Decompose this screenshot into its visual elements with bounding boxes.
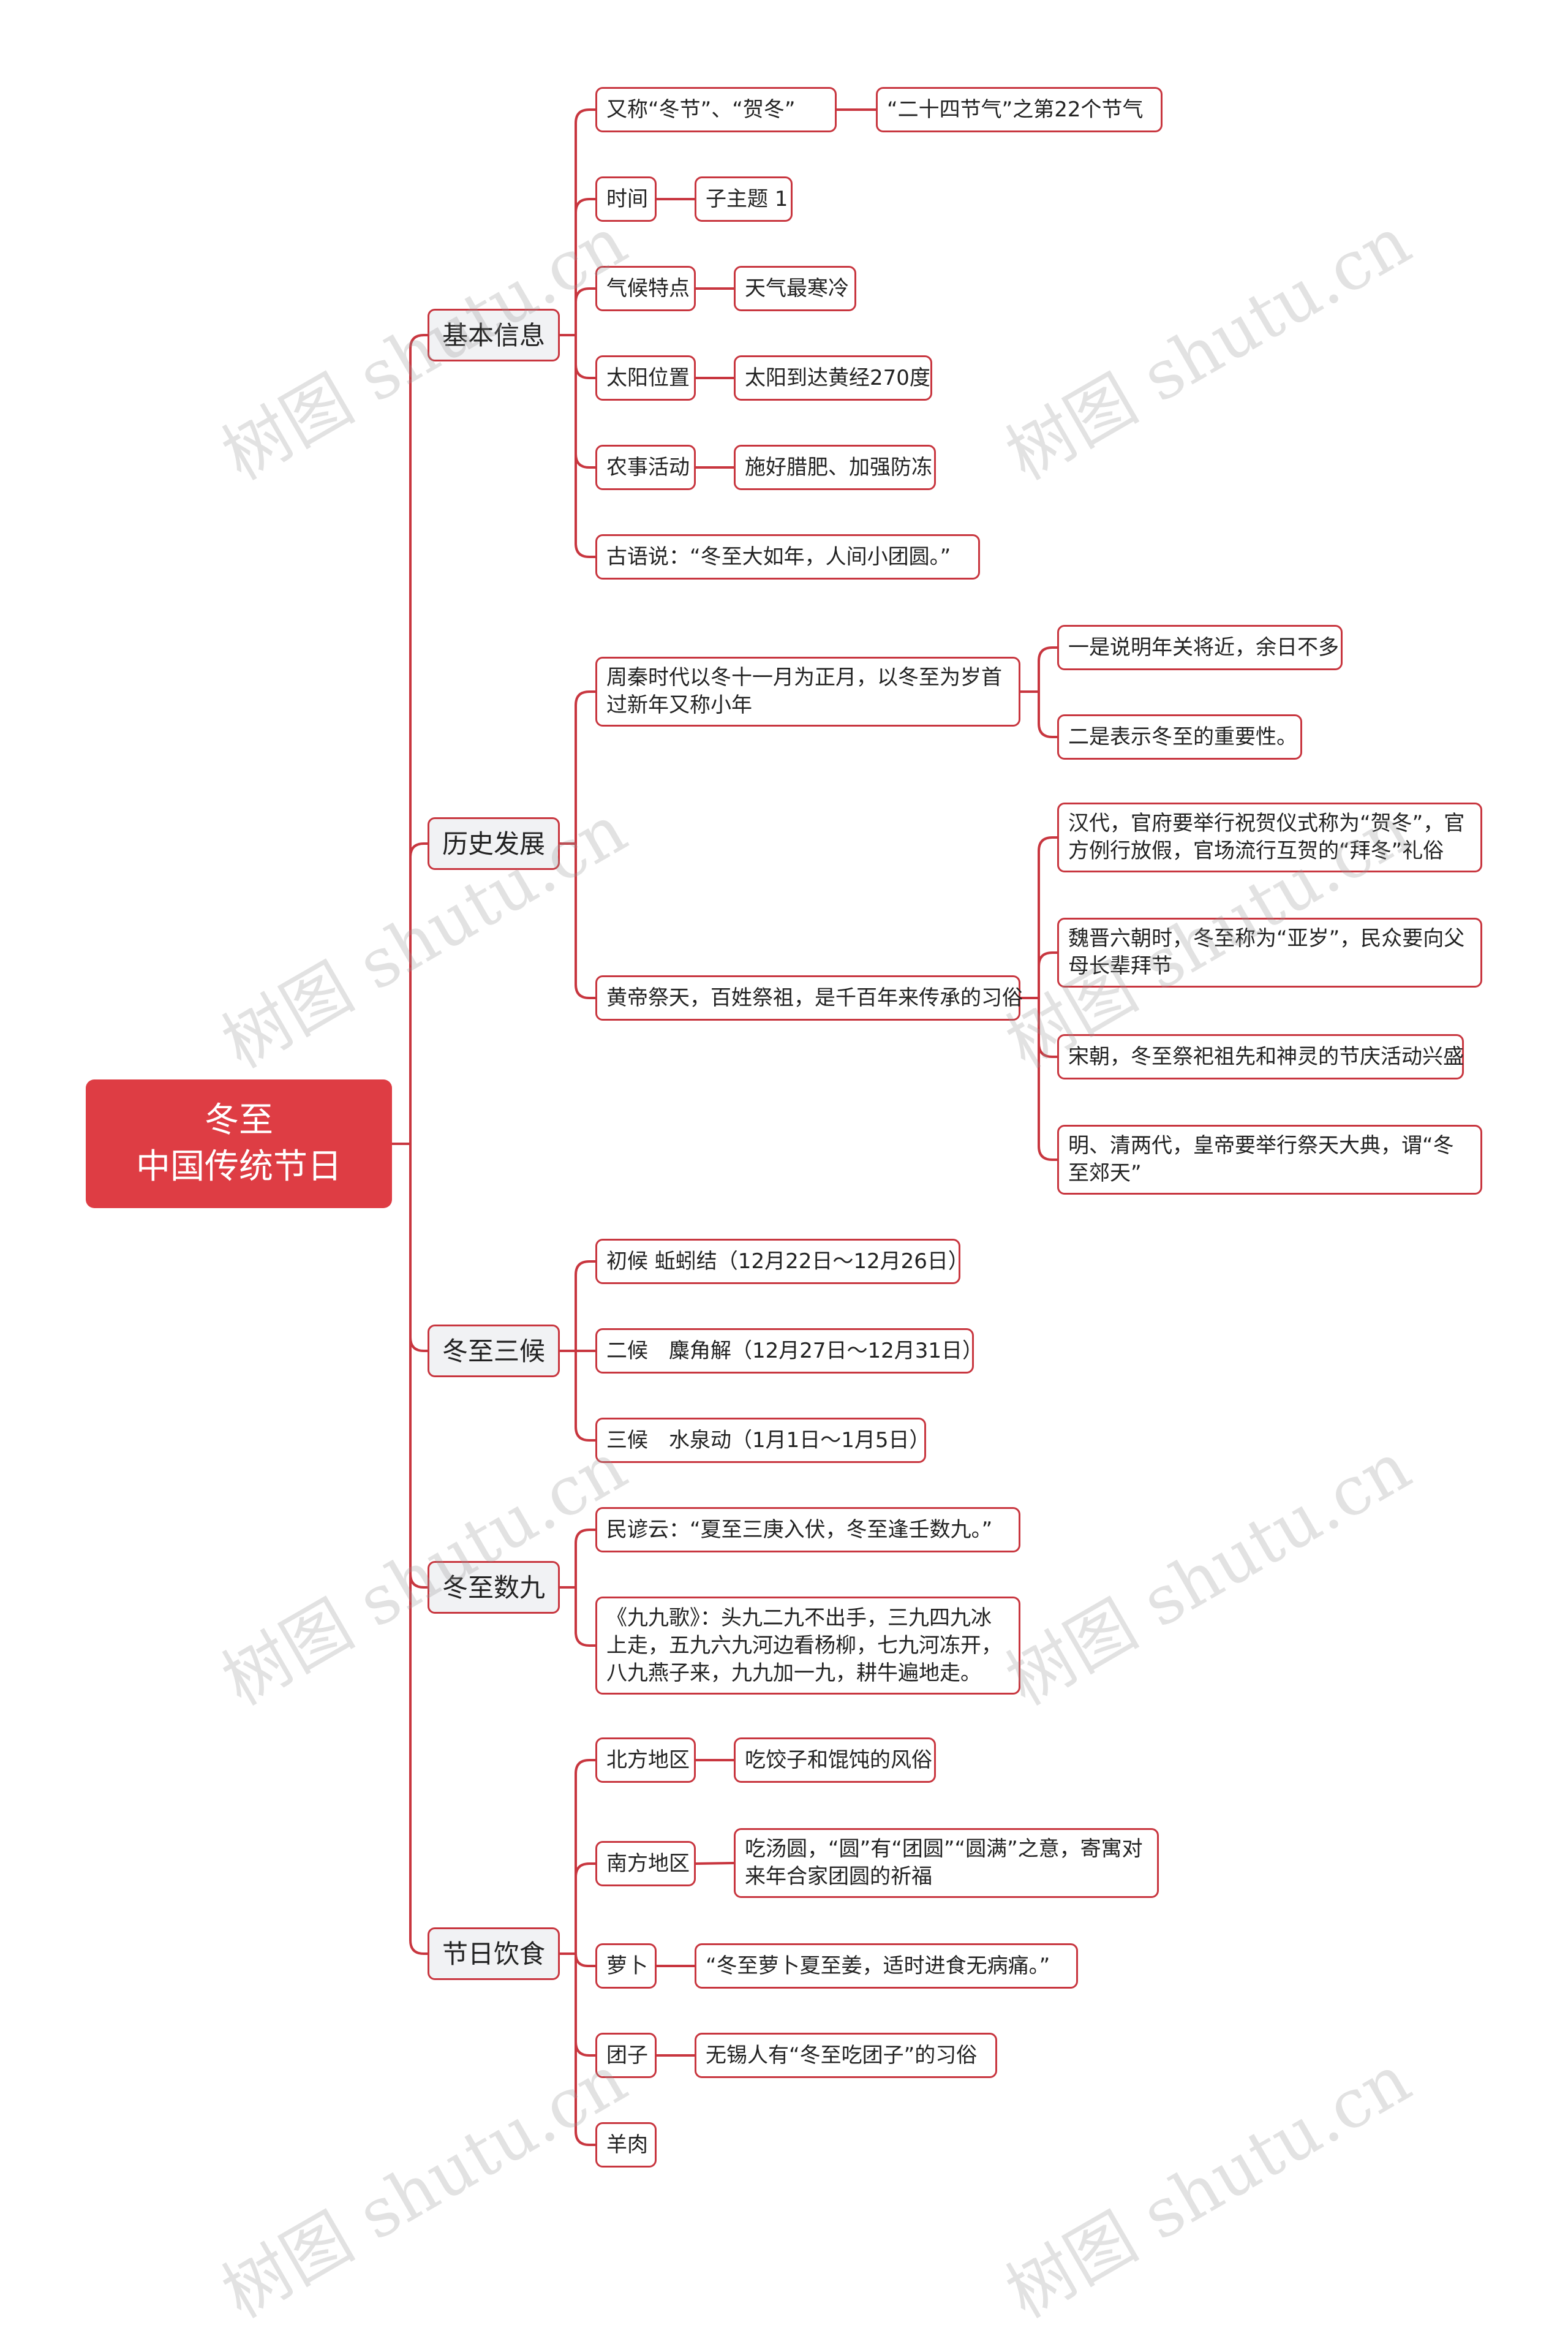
branch-history[interactable]: 历史发展 bbox=[428, 817, 560, 870]
root-title-line2: 中国传统节日 bbox=[136, 1147, 342, 1187]
basic-sun-detail[interactable]: 太阳到达黄经270度 bbox=[734, 355, 932, 401]
connector-line bbox=[575, 1260, 595, 1351]
history-huangdi[interactable]: 黄帝祭天，百姓祭祖，是千百年来传承的习俗 bbox=[595, 975, 1023, 1021]
connector-line bbox=[409, 1144, 428, 1352]
history-huangdi-detail-3[interactable]: 宋朝，冬至祭祀祖先和神灵的节庆活动兴盛 bbox=[1057, 1034, 1464, 1079]
basic-climate-detail[interactable]: 天气最寒冷 bbox=[734, 266, 856, 311]
food-radish-detail[interactable]: “冬至萝卜夏至姜，适时进食无病痛。” bbox=[695, 1943, 1078, 1989]
connector-line bbox=[575, 287, 595, 335]
history-huangdi-detail-1[interactable]: 汉代，官府要举行祝贺仪式称为“贺冬”，官方例行放假，官场流行互贺的“拜冬”礼俗 bbox=[1057, 803, 1482, 872]
connector-lines bbox=[392, 108, 1057, 2146]
connector-line bbox=[575, 335, 595, 469]
history-zhouqin-detail-1[interactable]: 一是说明年关将近，余日不多 bbox=[1057, 625, 1343, 670]
connector-line bbox=[575, 1529, 595, 1587]
basic-sun[interactable]: 太阳位置 bbox=[595, 355, 696, 401]
branch-basic-info[interactable]: 基本信息 bbox=[428, 309, 560, 361]
connector-line bbox=[1038, 951, 1057, 998]
connector-line bbox=[575, 335, 595, 558]
connector-line bbox=[575, 198, 595, 335]
history-zhouqin-detail-2[interactable]: 二是表示冬至的重要性。 bbox=[1057, 714, 1302, 760]
connector-line bbox=[1038, 836, 1057, 998]
connector-line bbox=[409, 1144, 428, 1955]
branch-counting-nines[interactable]: 冬至数九 bbox=[428, 1561, 560, 1614]
connector-line bbox=[575, 1953, 595, 1967]
root-topic[interactable]: 冬至 中国传统节日 bbox=[86, 1079, 392, 1208]
connector-line bbox=[575, 1351, 595, 1442]
three-phase-2[interactable]: 二候 麋角解（12月27日～12月31日） bbox=[595, 1328, 983, 1374]
connector-line bbox=[1038, 646, 1057, 692]
connector-line bbox=[575, 1954, 595, 2146]
root-title-line1: 冬至 bbox=[205, 1100, 273, 1140]
food-radish[interactable]: 萝卜 bbox=[595, 1943, 657, 1989]
connector-line bbox=[409, 1144, 428, 1589]
connector-line bbox=[575, 1862, 595, 1954]
basic-farm[interactable]: 农事活动 bbox=[595, 445, 696, 490]
connector-line bbox=[575, 1954, 595, 2057]
connector-line bbox=[575, 690, 595, 844]
connector-line bbox=[409, 842, 428, 1144]
food-tuanzi-detail[interactable]: 无锡人有“冬至吃团子”的习俗 bbox=[695, 2033, 997, 2078]
food-mutton[interactable]: 羊肉 bbox=[595, 2122, 657, 2168]
basic-alias[interactable]: 又称“冬节”、“贺冬” bbox=[595, 87, 837, 132]
food-south[interactable]: 南方地区 bbox=[595, 1841, 696, 1886]
connector-line bbox=[1038, 692, 1057, 738]
connector-line bbox=[575, 1587, 595, 1647]
connector-line bbox=[575, 1759, 595, 1954]
connector-line bbox=[575, 844, 595, 999]
basic-climate[interactable]: 气候特点 bbox=[595, 266, 696, 311]
connector-line bbox=[575, 335, 595, 379]
basic-farm-detail[interactable]: 施好腊肥、加强防冻 bbox=[734, 445, 936, 490]
basic-time-detail[interactable]: 子主题 1 bbox=[695, 176, 793, 222]
history-huangdi-detail-2[interactable]: 魏晋六朝时，冬至称为“亚岁”，民众要向父母长辈拜节 bbox=[1057, 918, 1482, 988]
branch-festival-food[interactable]: 节日饮食 bbox=[428, 1927, 560, 1980]
three-phase-1[interactable]: 初候 蚯蚓结（12月22日～12月26日） bbox=[595, 1239, 969, 1284]
nine-song[interactable]: 《九九歌》：头九二九不出手，三九四九冰上走，五九六九河边看杨柳，七九河冻开，八九… bbox=[595, 1597, 1020, 1695]
food-north[interactable]: 北方地区 bbox=[595, 1737, 696, 1783]
nine-proverb[interactable]: 民谚云：“夏至三庚入伏，冬至逢壬数九。” bbox=[595, 1507, 1020, 1552]
connector-line bbox=[409, 334, 428, 1144]
food-north-detail[interactable]: 吃饺子和馄饨的风俗 bbox=[734, 1737, 936, 1783]
history-huangdi-detail-4[interactable]: 明、清两代，皇帝要举行祭天大典，谓“冬至郊天” bbox=[1057, 1125, 1482, 1195]
connector-line bbox=[1038, 998, 1057, 1161]
basic-alias-detail[interactable]: “二十四节气”之第22个节气 bbox=[876, 87, 1163, 132]
branch-three-phases[interactable]: 冬至三候 bbox=[428, 1325, 560, 1377]
connector-line bbox=[695, 1862, 734, 1865]
basic-time[interactable]: 时间 bbox=[595, 176, 657, 222]
connector-line bbox=[1038, 998, 1057, 1058]
history-zhouqin[interactable]: 周秦时代以冬十一月为正月，以冬至为岁首过新年又称小年 bbox=[595, 657, 1020, 727]
connector-line bbox=[575, 108, 595, 335]
basic-saying[interactable]: 古语说：“冬至大如年，人间小团圆。” bbox=[595, 534, 980, 580]
three-phase-3[interactable]: 三候 水泉动（1月1日～1月5日） bbox=[595, 1418, 930, 1463]
food-tuanzi[interactable]: 团子 bbox=[595, 2033, 657, 2078]
food-south-detail[interactable]: 吃汤圆，“圆”有“团圆”“圆满”之意，寄寓对来年合家团圆的祈福 bbox=[734, 1828, 1159, 1898]
